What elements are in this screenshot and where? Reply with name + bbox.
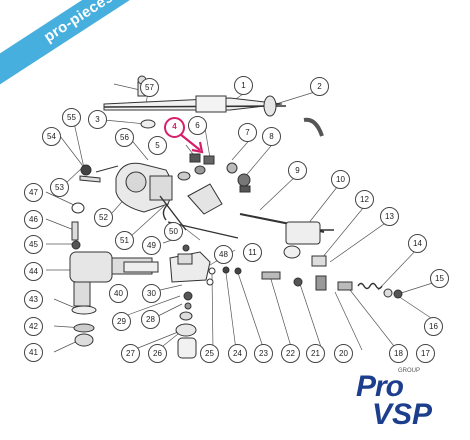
callout-6: 6 <box>188 116 207 135</box>
callout-24: 24 <box>228 344 247 363</box>
callout-12: 12 <box>355 190 374 209</box>
callout-41: 41 <box>24 343 43 362</box>
callout-25: 25 <box>200 344 219 363</box>
provsp-logo: GROUP Pro VSP <box>352 368 464 436</box>
bracket-parts <box>79 164 119 183</box>
fuel-fittings <box>261 271 403 299</box>
callout-45: 45 <box>24 235 43 254</box>
logo-line-2: VSP <box>372 398 433 431</box>
callout-52: 52 <box>94 208 113 227</box>
callout-27: 27 <box>121 344 140 363</box>
highlight-arrow <box>179 133 204 154</box>
callout-43: 43 <box>24 290 43 309</box>
fuel-filter <box>283 221 334 267</box>
callout-20: 20 <box>334 344 353 363</box>
left-parts-column <box>69 202 159 347</box>
callout-51: 51 <box>115 231 134 250</box>
callout-47: 47 <box>24 183 43 202</box>
callout-14: 14 <box>408 234 427 253</box>
callout-4: 4 <box>164 117 185 138</box>
callout-7: 7 <box>238 123 257 142</box>
callout-21: 21 <box>306 344 325 363</box>
callout-44: 44 <box>24 262 43 281</box>
callout-54: 54 <box>42 127 61 146</box>
spring-hook <box>162 203 169 221</box>
carburettor-body <box>115 162 187 231</box>
callout-11: 11 <box>243 243 262 262</box>
small-washers <box>206 266 242 286</box>
callout-18: 18 <box>389 344 408 363</box>
callout-1: 1 <box>234 76 253 95</box>
callout-40: 40 <box>109 284 128 303</box>
float-bowl-assembly <box>169 244 211 359</box>
screws-and-washers <box>177 153 251 215</box>
callout-29: 29 <box>112 312 131 331</box>
callout-17: 17 <box>416 344 435 363</box>
callout-56: 56 <box>115 128 134 147</box>
spring-clip <box>303 117 324 137</box>
callout-57: 57 <box>140 78 159 97</box>
callout-16: 16 <box>424 317 443 336</box>
callout-46: 46 <box>24 210 43 229</box>
callout-42: 42 <box>24 317 43 336</box>
callout-48: 48 <box>214 245 233 264</box>
callout-3: 3 <box>88 110 107 129</box>
callout-49: 49 <box>142 236 161 255</box>
callout-15: 15 <box>430 269 449 288</box>
logo-tag: GROUP <box>398 368 421 374</box>
callout-28: 28 <box>141 310 160 329</box>
callout-8: 8 <box>262 127 281 146</box>
callout-5: 5 <box>148 136 167 155</box>
callout-53: 53 <box>50 178 69 197</box>
callout-26: 26 <box>148 344 167 363</box>
callout-30: 30 <box>142 284 161 303</box>
callout-2: 2 <box>310 77 329 96</box>
callout-50: 50 <box>164 222 183 241</box>
callout-23: 23 <box>254 344 273 363</box>
callout-9: 9 <box>288 161 307 180</box>
callout-10: 10 <box>331 170 350 189</box>
logo-line-1: Pro <box>356 370 404 403</box>
callout-22: 22 <box>281 344 300 363</box>
callout-13: 13 <box>380 207 399 226</box>
callout-55: 55 <box>62 108 81 127</box>
